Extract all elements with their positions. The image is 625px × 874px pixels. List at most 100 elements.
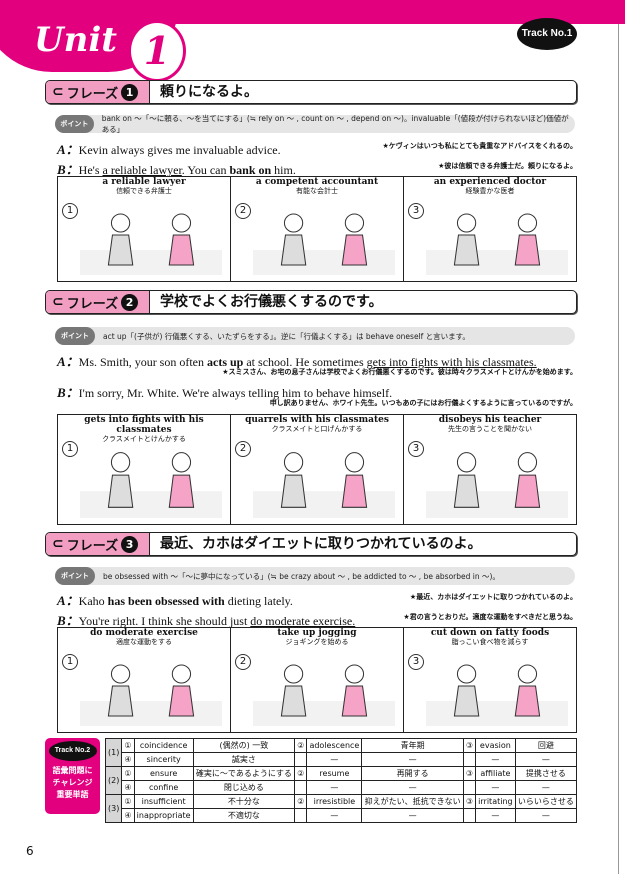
vocab-meaning: 不十分な — [192, 794, 296, 809]
panel-caption-en: do moderate exercise — [90, 628, 198, 638]
a-text-mid: at school. He sometimes — [243, 355, 367, 369]
a-text-post: dieting lately. — [224, 594, 293, 608]
b-text: You're right. I think she should just — [78, 614, 251, 628]
vocab-item-number: ② — [294, 738, 308, 753]
vocab-word: — — [306, 808, 363, 823]
vocab-meaning: 青年期 — [361, 738, 464, 753]
panel-caption-en: an experienced doctor — [433, 177, 547, 187]
vocab-meaning: 再開する — [361, 766, 464, 781]
panel-caption-jp: ジョギングを始める — [285, 638, 349, 646]
vocab-word: — — [475, 752, 516, 767]
panel-caption-en: disobeys his teacher — [438, 415, 542, 425]
speaker-a: A： — [57, 354, 79, 369]
vocab-meaning: — — [361, 752, 464, 767]
phrase-number: 3 — [121, 535, 139, 553]
vocab-meaning: 誠実さ — [192, 752, 296, 767]
panel-number: 1 — [62, 203, 78, 219]
panel-number: 2 — [235, 203, 251, 219]
vocab-word: ensure — [133, 766, 194, 781]
panel-number: 3 — [408, 203, 424, 219]
vocab-item-number: ④ — [121, 752, 135, 767]
vocab-word: sincerity — [133, 752, 194, 767]
page-number: 6 — [26, 844, 34, 858]
vocab-item-number: ③ — [462, 794, 477, 809]
vocab-item-number — [294, 780, 308, 795]
vocab-item-number: ② — [294, 766, 308, 781]
vocab-meaning: 不適切な — [192, 808, 296, 823]
translation-b: ★彼は信頼できる弁護士だ。頼りになるよ。 — [438, 162, 577, 170]
vocab-item-number — [462, 808, 477, 823]
vocab-meaning: いらいらさせる — [514, 794, 578, 809]
panel-caption-jp: 脂っこい食べ物を減らす — [451, 638, 529, 646]
vocab-item-number — [294, 752, 308, 767]
panel-caption-jp: 有能な会計士 — [296, 187, 338, 195]
vocab-group-label: (2) — [104, 766, 123, 795]
dialogue-line-b: B：He's a reliable lawyer. You can bank o… — [57, 159, 577, 178]
vocab-meaning: 回避 — [514, 738, 578, 753]
dialogue-line-a: A：Kaho has been obsessed with dieting la… — [57, 590, 577, 609]
dialogue-line-a: A：Ms. Smith, your son often acts up at s… — [57, 351, 577, 370]
panel-caption-en: take up jogging — [277, 628, 357, 638]
a-underlined: gets into fights with his classmates. — [366, 355, 537, 369]
illustration-image — [253, 656, 395, 726]
track-badge[interactable]: Track No.1 — [517, 18, 577, 50]
vocab-item-number — [462, 780, 477, 795]
speaker-b: B： — [57, 162, 79, 177]
vocab-item-number: ① — [121, 766, 135, 781]
illustration-image — [426, 443, 568, 518]
vocab-item-number: ④ — [121, 808, 135, 823]
panel-caption-en: a reliable lawyer — [102, 177, 186, 187]
illustration-image — [426, 205, 568, 275]
vocab-meaning: 抑えがたい、抵抗できない — [361, 794, 464, 809]
track-2-badge[interactable]: Track No.2 語彙問題に チャレンジ 重要単語 — [45, 738, 100, 814]
b-underlined: a reliable lawyer — [102, 163, 182, 177]
panel-caption-jp: 先生の言うことを聞かない — [448, 425, 532, 433]
speaker-b: B： — [57, 613, 79, 628]
dialogue-line-a: A：Kevin always gives me invaluable advic… — [57, 139, 577, 158]
panel-number: 3 — [408, 654, 424, 670]
b-bold: bank on — [229, 163, 272, 177]
vocab-item-number — [462, 752, 477, 767]
phrase-title: 学校でよくお行儀悪くするのです。 — [160, 294, 383, 310]
phrase-title: 頼りになるよ。 — [160, 84, 258, 100]
panel-number: 2 — [235, 654, 251, 670]
panel-number: 1 — [62, 654, 78, 670]
page-edge-line — [618, 24, 619, 874]
phrase-title: 最近、カホはダイエットに取りつかれているのよ。 — [160, 536, 482, 552]
a-bold: acts up — [207, 355, 244, 369]
vocab-group-label: (1) — [104, 738, 123, 767]
vocab-meaning: — — [361, 780, 464, 795]
panel-caption-en: gets into fights with his classmates — [84, 415, 204, 435]
vocab-meaning: 確実に～であるようにする — [192, 766, 296, 781]
vocab-item-number — [294, 808, 308, 823]
panel-number: 1 — [62, 441, 78, 457]
vocab-word: confine — [133, 780, 194, 795]
b-text: He's — [78, 163, 103, 177]
panel-caption-jp: 信頼できる弁護士 — [116, 187, 172, 195]
vocab-meaning: 閉じ込める — [192, 780, 296, 795]
b-text-mid: . You can — [181, 163, 230, 177]
a-bold: has been obsessed with — [107, 594, 225, 608]
vocab-word: coincidence — [133, 738, 194, 753]
vocab-meaning: — — [514, 808, 578, 823]
a-text: Kevin always gives me invaluable advice. — [78, 143, 281, 157]
vocab-meaning: (偶然の) 一致 — [192, 738, 296, 753]
vocab-word: — — [306, 752, 363, 767]
b-text-post: him. — [271, 163, 296, 177]
illustration-image — [253, 443, 395, 518]
